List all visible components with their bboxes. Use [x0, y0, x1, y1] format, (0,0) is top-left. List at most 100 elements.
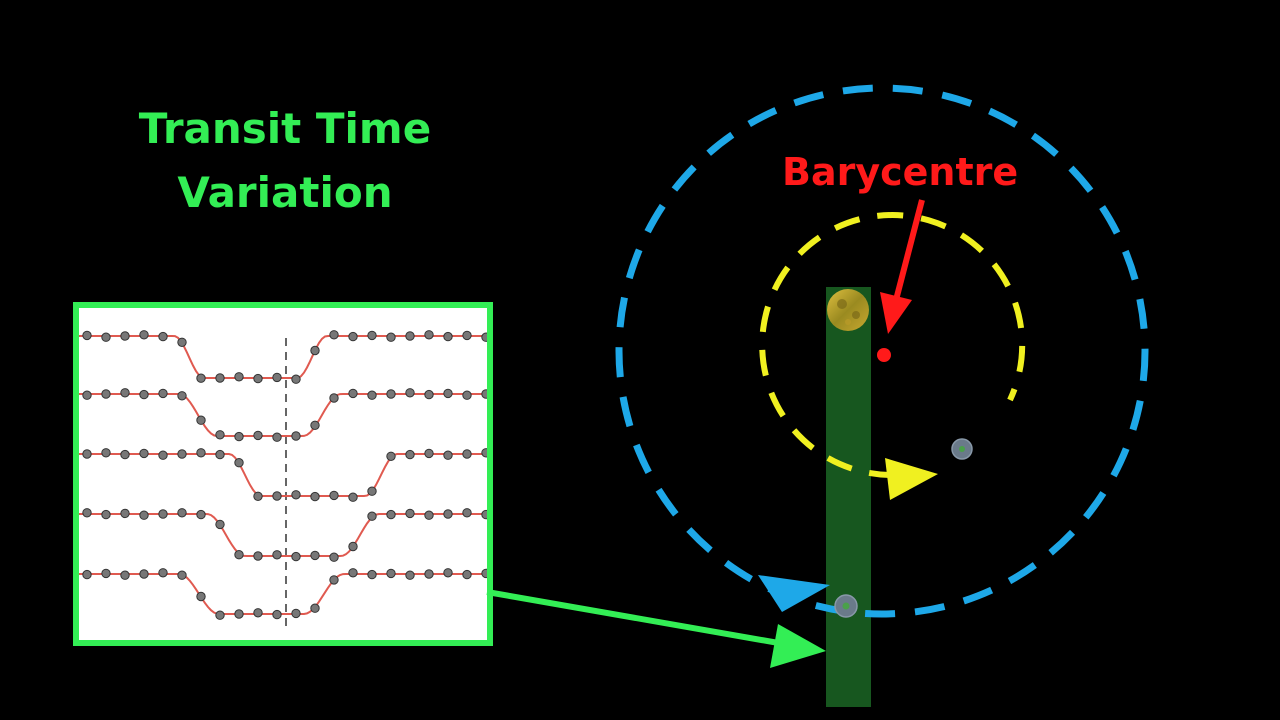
lightcurve-point — [272, 491, 282, 501]
lightcurve-point — [462, 390, 472, 400]
transit-lightcurves — [79, 330, 487, 630]
lightcurve-point — [139, 448, 149, 459]
outer-orbit-path — [615, 84, 1149, 618]
lightcurve-point — [196, 415, 206, 425]
lightcurve-point — [196, 591, 206, 602]
lightcurve-point — [291, 490, 301, 500]
lightcurve-point — [367, 330, 377, 341]
lightcurve-point — [139, 330, 149, 340]
lightcurve-point — [329, 575, 339, 585]
lightcurve-point — [329, 552, 339, 562]
lightcurve-point — [253, 430, 263, 441]
lightcurve-point — [101, 389, 111, 399]
sightline-strip — [826, 287, 871, 707]
lightcurve-point — [234, 458, 244, 468]
lightcurve-point — [139, 569, 149, 579]
lightcurve-point — [215, 430, 225, 440]
planet-icon — [951, 438, 973, 460]
lightcurve-point — [234, 372, 244, 382]
lightcurve-point — [234, 550, 244, 560]
lightcurve-point — [120, 570, 130, 580]
lightcurve-point — [272, 609, 282, 620]
lightcurve-point — [481, 568, 487, 579]
lightcurve-point — [367, 486, 377, 496]
lightcurve-point — [386, 509, 396, 520]
lightcurve-point — [120, 449, 130, 460]
lightcurve-point — [291, 374, 301, 384]
lightcurve-point — [196, 448, 206, 458]
lightcurve-point — [367, 569, 377, 580]
lightcurve-point — [158, 388, 168, 399]
lightcurve-point — [139, 389, 149, 400]
lightcurve-point — [443, 568, 453, 578]
lightcurve-point — [405, 570, 415, 580]
lightcurve-point — [329, 330, 339, 340]
title-line-1: Transit Time — [138, 104, 432, 153]
lightcurve-point — [405, 508, 415, 519]
title-line-2: Variation — [177, 168, 393, 217]
lightcurve-point — [405, 331, 415, 341]
lightcurve-point — [139, 510, 149, 520]
lightcurve-point — [481, 332, 487, 342]
panel-connector-line — [486, 589, 791, 648]
lightcurve-point — [82, 569, 92, 580]
lightcurve-point — [462, 330, 472, 341]
lightcurve-point — [329, 490, 339, 501]
lightcurve-point — [424, 330, 434, 340]
lightcurve-point — [462, 449, 472, 459]
lightcurve-point — [82, 390, 92, 400]
lightcurve-point — [215, 519, 225, 530]
lightcurve-point — [424, 569, 434, 579]
panel-connector-arrowhead — [770, 624, 826, 668]
lightcurve-point — [481, 509, 487, 520]
lightcurve-rows — [79, 330, 487, 620]
lightcurve-point — [101, 332, 111, 342]
lightcurve-point — [291, 608, 301, 619]
lightcurve-point — [82, 508, 92, 518]
lightcurve-point — [291, 551, 301, 562]
lightcurve-point — [329, 393, 339, 403]
lightcurve-point — [177, 570, 187, 580]
lightcurve-point — [348, 541, 358, 552]
lightcurve-point — [253, 373, 263, 384]
barycentre-pointer-arrowhead — [880, 292, 912, 334]
lightcurve-point — [253, 551, 263, 561]
lightcurve-point — [310, 603, 320, 613]
lightcurve-point — [291, 431, 301, 441]
lightcurve-point — [177, 391, 187, 401]
inner-orbit-arrowhead — [885, 458, 938, 500]
sun-icon — [827, 289, 869, 331]
barycentre-label: Barycentre — [782, 150, 1019, 194]
lightcurve-point — [272, 432, 282, 442]
lightcurve-point — [310, 491, 320, 502]
lightcurve-point — [443, 509, 453, 519]
inner-orbit-path — [759, 212, 1026, 479]
lightcurve-point — [348, 492, 358, 502]
lightcurve-point — [310, 550, 320, 561]
lightcurve-point — [215, 610, 225, 620]
lightcurve-point — [367, 511, 377, 521]
lightcurve-point — [196, 373, 206, 383]
lightcurve-point — [158, 509, 168, 519]
lightcurve-point — [462, 569, 472, 580]
lightcurve-point — [481, 389, 487, 399]
transit-lightcurve-panel — [73, 302, 493, 646]
lightcurve-point — [82, 449, 92, 459]
lightcurve-point — [120, 388, 130, 398]
transiting-planet-icon — [834, 594, 858, 618]
lightcurve-point — [253, 491, 263, 502]
lightcurve-point — [443, 450, 453, 460]
lightcurve-point — [101, 568, 111, 579]
lightcurve-point — [443, 331, 453, 342]
lightcurve-point — [310, 345, 320, 356]
barycentre-dot-icon — [877, 348, 891, 362]
lightcurve-point — [272, 372, 282, 383]
lightcurve-point — [215, 373, 225, 383]
lightcurve-point — [405, 449, 415, 460]
lightcurve-point — [310, 420, 320, 431]
lightcurve-point — [120, 331, 130, 341]
outer-orbit-arrowhead — [758, 575, 830, 612]
lightcurve-point — [462, 508, 472, 518]
lightcurve-point — [234, 609, 244, 619]
